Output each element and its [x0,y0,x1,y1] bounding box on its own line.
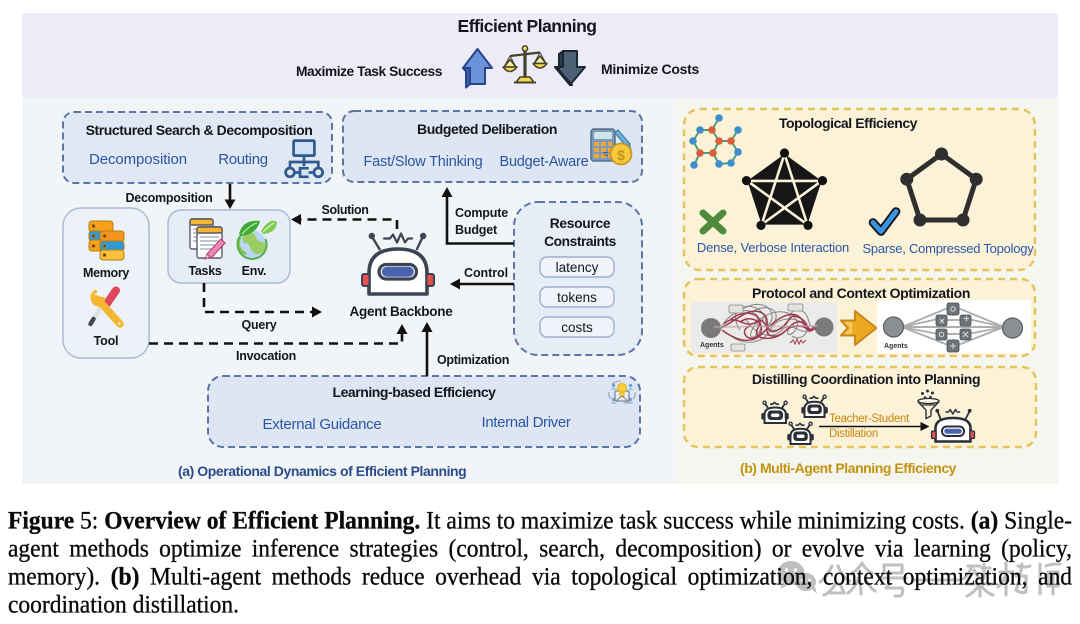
svg-text:Fast/Slow Thinking: Fast/Slow Thinking [364,154,483,170]
svg-text:Compute: Compute [455,206,508,220]
svg-text:Decomposition: Decomposition [89,151,187,168]
svg-text:Agents: Agents [884,343,908,350]
svg-text:Distillation: Distillation [829,428,878,440]
svg-text:Sparse, Compressed Topology: Sparse, Compressed Topology [862,241,1034,256]
svg-text:Decomposition: Decomposition [125,191,212,205]
svg-text:Dense, Verbose Interaction: Dense, Verbose Interaction [697,240,849,255]
svg-text:Agent Backbone: Agent Backbone [349,304,453,319]
svg-text:Resource: Resource [550,216,611,231]
svg-text:Memory: Memory [83,266,129,280]
svg-text:=: = [603,149,608,159]
svg-text:Tool: Tool [94,334,119,348]
svg-text:Internal Driver: Internal Driver [482,414,571,431]
svg-text:latency: latency [556,260,599,275]
svg-text:Control: Control [464,266,508,280]
svg-text:Constraints: Constraints [544,234,616,249]
svg-text:tokens: tokens [557,290,597,305]
svg-text:(b) Multi-Agent Planning Effic: (b) Multi-Agent Planning Efficiency [740,460,957,476]
svg-text:Efficient Planning: Efficient Planning [458,16,597,36]
svg-text:Topological Efficiency: Topological Efficiency [779,115,918,131]
svg-text:Tasks: Tasks [188,264,221,278]
svg-text:Budgeted Deliberation: Budgeted Deliberation [417,121,557,137]
svg-text:Routing: Routing [218,151,268,168]
svg-text:$: $ [617,147,625,163]
svg-text:Teacher-Student: Teacher-Student [829,413,910,425]
svg-text:Distilling Coordination into P: Distilling Coordination into Planning [752,371,980,387]
svg-text:Protocol and Context Optimizat: Protocol and Context Optimization [752,285,970,301]
svg-text:costs: costs [561,320,593,335]
svg-text:Agents: Agents [700,342,724,349]
svg-text:Minimize Costs: Minimize Costs [601,61,699,77]
svg-text:(a) Operational Dynamics of Ef: (a) Operational Dynamics of Efficient Pl… [178,463,466,479]
svg-text:Env.: Env. [242,264,267,278]
svg-text:Invocation: Invocation [236,349,296,363]
svg-text:Learning-based Efficiency: Learning-based Efficiency [332,384,496,400]
svg-text:External Guidance: External Guidance [263,416,382,433]
svg-text:Query: Query [241,318,276,332]
svg-text:Structured Search & Decomposit: Structured Search & Decomposition [86,122,313,138]
svg-text:Optimization: Optimization [437,353,509,367]
svg-text:Budget: Budget [455,223,498,237]
svg-text:Budget-Aware: Budget-Aware [500,154,589,170]
svg-text:Solution: Solution [321,203,368,217]
svg-text:Maximize Task Success: Maximize Task Success [296,64,443,79]
